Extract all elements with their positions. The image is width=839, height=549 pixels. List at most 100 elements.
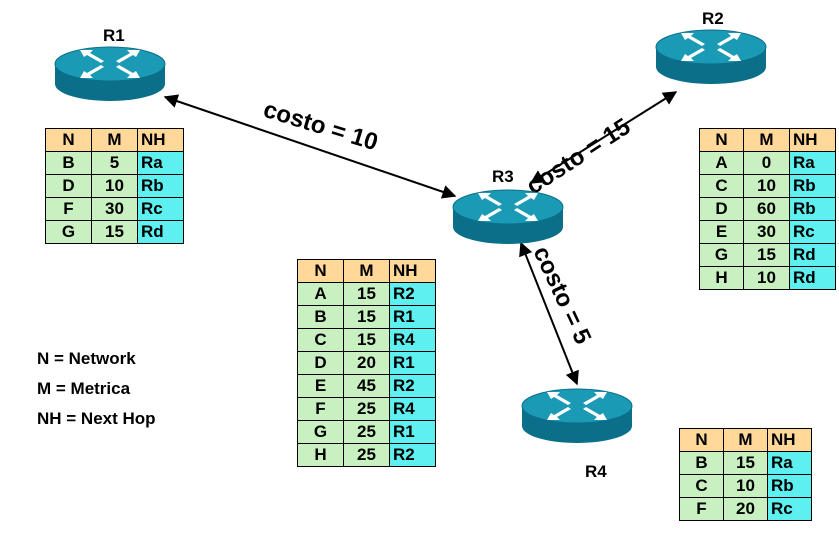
cell-network: B	[679, 451, 724, 475]
cell-network: G	[297, 420, 344, 444]
cell-metric: 5	[91, 151, 138, 175]
cell-metric: 25	[343, 420, 390, 444]
cell-metric: 10	[723, 474, 768, 498]
cell-network: C	[679, 474, 724, 498]
router-r2-label: R2	[702, 9, 724, 28]
cell-next-hop: Ra	[137, 151, 184, 175]
cell-next-hop: Rb	[767, 474, 812, 498]
cell-metric: 60	[743, 197, 790, 221]
legend-item: NH = Next Hop	[37, 409, 156, 428]
cell-metric: 45	[343, 374, 390, 398]
cell-metric: 10	[743, 174, 790, 198]
cell-metric: 15	[723, 451, 768, 475]
legend-item: M = Metrica	[37, 379, 131, 398]
header-network: N	[699, 128, 744, 152]
cell-network: F	[679, 497, 724, 521]
cell-next-hop: R2	[389, 443, 436, 467]
cell-network: A	[699, 151, 744, 175]
cell-next-hop: Rb	[789, 197, 836, 221]
header-metric: M	[343, 259, 390, 283]
cell-next-hop: Rc	[137, 197, 184, 221]
cell-next-hop: Rc	[789, 220, 836, 244]
legend: N = Network M = Metrica NH = Next Hop	[37, 344, 156, 434]
header-metric: M	[723, 428, 768, 452]
cell-network: E	[699, 220, 744, 244]
cell-network: D	[45, 174, 92, 198]
cell-next-hop: Rd	[137, 220, 184, 244]
cell-next-hop: Rb	[137, 174, 184, 198]
cell-metric: 25	[343, 397, 390, 421]
cell-metric: 15	[91, 220, 138, 244]
cell-metric: 10	[743, 266, 790, 290]
link-r1-r3	[163, 94, 457, 199]
header-metric: M	[91, 128, 138, 152]
cell-next-hop: Rb	[789, 174, 836, 198]
header-next-hop: NH	[389, 259, 436, 283]
cell-next-hop: Ra	[789, 151, 836, 175]
cell-next-hop: R2	[389, 374, 436, 398]
cell-next-hop: R1	[389, 351, 436, 375]
cell-network: C	[699, 174, 744, 198]
legend-item: N = Network	[37, 349, 136, 368]
cell-next-hop: Rd	[789, 243, 836, 267]
cell-metric: 15	[343, 282, 390, 306]
cell-metric: 20	[343, 351, 390, 375]
cell-network: F	[297, 397, 344, 421]
link-label-r3-r4: costo = 5	[528, 242, 597, 348]
cell-next-hop: Ra	[767, 451, 812, 475]
header-next-hop: NH	[789, 128, 836, 152]
link-r3-r4	[519, 241, 579, 386]
cell-next-hop: R2	[389, 282, 436, 306]
cell-network: E	[297, 374, 344, 398]
cell-next-hop: R1	[389, 420, 436, 444]
router-r1-label: R1	[103, 26, 125, 45]
header-network: N	[679, 428, 724, 452]
header-metric: M	[743, 128, 790, 152]
cell-metric: 30	[91, 197, 138, 221]
cell-metric: 15	[343, 328, 390, 352]
cell-metric: 30	[743, 220, 790, 244]
cell-metric: 10	[91, 174, 138, 198]
cell-next-hop: Rc	[767, 497, 812, 521]
cell-network: B	[45, 151, 92, 175]
link-label-r3-r2: costo = 15	[522, 113, 636, 200]
cell-network: D	[699, 197, 744, 221]
cell-network: D	[297, 351, 344, 375]
router-r4-label: R4	[585, 462, 607, 481]
cell-next-hop: Rd	[789, 266, 836, 290]
cell-next-hop: R4	[389, 397, 436, 421]
router-r3-label: R3	[492, 167, 514, 186]
cell-metric: 25	[343, 443, 390, 467]
link-label-r1-r3: costo = 10	[260, 96, 381, 156]
cell-network: G	[45, 220, 92, 244]
router-r2-icon	[655, 29, 767, 85]
header-next-hop: NH	[137, 128, 184, 152]
cell-network: C	[297, 328, 344, 352]
link-r3-r2	[529, 91, 678, 184]
cell-network: A	[297, 282, 344, 306]
cell-network: H	[699, 266, 744, 290]
cell-next-hop: R1	[389, 305, 436, 329]
cell-metric: 15	[343, 305, 390, 329]
